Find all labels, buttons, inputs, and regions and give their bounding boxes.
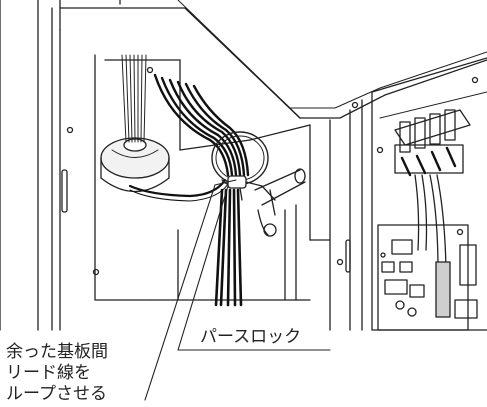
ferrite-core bbox=[100, 137, 170, 192]
pcb-board bbox=[377, 224, 478, 331]
callout-leader-lines bbox=[144, 179, 331, 401]
leftover-lead-line-2: リード線を bbox=[6, 363, 91, 383]
valve-fitting bbox=[254, 168, 306, 301]
control-box bbox=[371, 57, 487, 331]
lead-wire-left bbox=[128, 178, 229, 202]
back-frame bbox=[94, 54, 311, 301]
wire-bundle-thin bbox=[121, 54, 147, 143]
purse-lock-label: パースロック bbox=[198, 327, 304, 348]
cabinet-top-panel bbox=[59, 0, 487, 119]
wire-harness-dark bbox=[153, 73, 250, 177]
terminal-wires bbox=[414, 174, 451, 318]
terminal-block bbox=[376, 76, 479, 177]
center-column bbox=[177, 99, 363, 331]
leftover-lead-label: 余った基板間 リード線を ループさせる bbox=[6, 342, 108, 405]
leftover-lead-line-1: 余った基板間 bbox=[6, 342, 108, 362]
left-side-panel bbox=[0, 0, 100, 331]
leftover-lead-line-3: ループさせる bbox=[6, 384, 107, 404]
hanging-wires bbox=[214, 188, 243, 307]
